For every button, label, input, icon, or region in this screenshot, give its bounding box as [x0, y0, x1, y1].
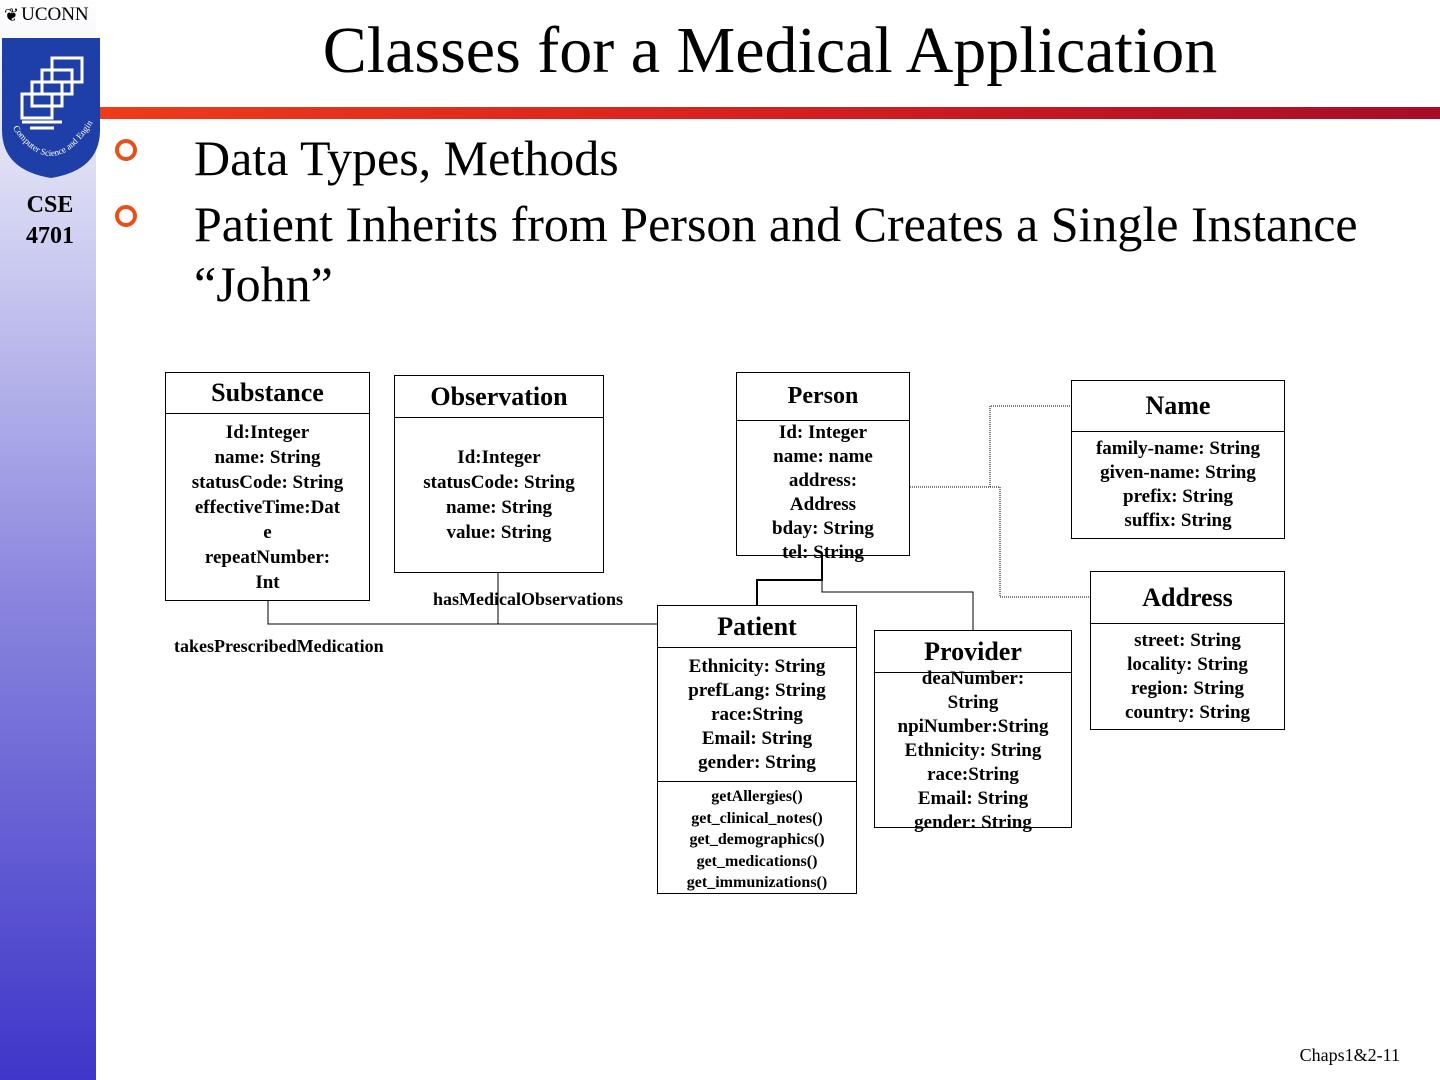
- uconn-wordmark: ❦ UCONN: [4, 4, 89, 26]
- uconn-text: UCONN: [21, 4, 89, 25]
- inheritance-connector-provider: [821, 580, 974, 631]
- title-underline-bar: [100, 107, 1440, 119]
- class-attributes: Id:Integer statusCode: String name: Stri…: [395, 418, 603, 572]
- attribute: country: String: [1124, 701, 1251, 723]
- attribute: repeatNumber:: [204, 546, 331, 568]
- attribute: tel: String: [782, 542, 864, 563]
- attribute: Email: String: [917, 788, 1029, 809]
- attribute: name: String: [214, 446, 321, 468]
- attribute: bday: String: [772, 518, 874, 539]
- bullet-item: Data Types, Methods: [108, 128, 1428, 188]
- attribute: String: [947, 692, 999, 713]
- attribute: name: String: [445, 497, 553, 518]
- attribute: gender: String: [914, 812, 1032, 833]
- class-substance: Substance Id:Integer name: String status…: [165, 372, 370, 601]
- method: get_immunizations(): [686, 874, 828, 891]
- slide-title: Classes for a Medical Application: [322, 14, 1218, 87]
- attribute: statusCode: String: [191, 471, 344, 493]
- attribute: Id: Integer: [778, 422, 868, 443]
- class-attributes: street: String locality: String region: …: [1091, 624, 1284, 729]
- bullet-text: Patient Inherits from Person and Creates…: [194, 196, 1358, 312]
- class-name: Address: [1091, 572, 1284, 624]
- class-person: Person Id: Integer name: name address: A…: [736, 372, 910, 563]
- class-attributes: Id:Integer name: String statusCode: Stri…: [166, 414, 369, 600]
- class-name: Observation: [395, 376, 603, 418]
- class-observation: Observation Id:Integer statusCode: Strin…: [394, 375, 604, 573]
- attribute: statusCode: String: [423, 472, 575, 493]
- cse-logo: Computer Science and Engineering: [0, 30, 100, 180]
- sidebar: [0, 0, 96, 1080]
- attribute: race:String: [711, 703, 803, 725]
- attribute: Id:Integer: [457, 447, 541, 468]
- class-provider: Provider deaNumber: String npiNumber:Str…: [874, 630, 1072, 833]
- attribute: suffix: String: [1124, 510, 1232, 531]
- course-number: 4701: [26, 223, 74, 249]
- attribute: value: String: [446, 522, 552, 543]
- attribute: given-name: String: [1100, 462, 1256, 483]
- attribute: gender: String: [698, 751, 816, 773]
- bullet-list: Data Types, Methods Patient Inherits fro…: [108, 128, 1428, 320]
- attribute: deaNumber:: [921, 668, 1025, 689]
- class-name: Provider: [875, 631, 1071, 673]
- attribute: Ethnicity: String: [688, 655, 826, 677]
- medication-connector: [267, 600, 658, 625]
- attribute: address:: [788, 470, 858, 491]
- attribute: prefLang: String: [688, 679, 826, 701]
- course-label: CSE 4701: [0, 190, 100, 252]
- method: getAllergies(): [711, 788, 803, 805]
- class-name-type: Name family-name: String given-name: Str…: [1071, 380, 1285, 539]
- attribute: e: [263, 521, 272, 543]
- class-address: Address street: String locality: String …: [1090, 571, 1285, 730]
- method: get_medications(): [696, 852, 818, 870]
- association-label-medication: takesPrescribedMedication: [174, 636, 384, 656]
- attribute: Email: String: [701, 727, 813, 749]
- attribute: region: String: [1130, 677, 1245, 699]
- class-methods: getAllergies() get_clinical_notes() get_…: [658, 781, 856, 893]
- oak-leaf-icon: ❦: [4, 4, 20, 25]
- attribute: name: name: [773, 446, 873, 467]
- class-attributes: family-name: String given-name: String p…: [1072, 432, 1284, 538]
- class-attributes: deaNumber: String npiNumber:String Ethni…: [875, 667, 1071, 833]
- class-patient: Patient Ethnicity: String prefLang: Stri…: [657, 605, 857, 894]
- attribute: street: String: [1134, 629, 1241, 651]
- attribute: Int: [255, 571, 280, 593]
- method: get_clinical_notes(): [691, 809, 823, 827]
- attribute: npiNumber:String: [897, 716, 1049, 737]
- attribute: Address: [789, 494, 857, 515]
- attribute: family-name: String: [1095, 438, 1261, 459]
- bullet-ring-icon: [115, 205, 137, 227]
- attribute: Ethnicity: String: [904, 740, 1042, 761]
- name-connector: [910, 405, 1072, 488]
- slide-number: Chaps1&2-11: [1299, 1045, 1400, 1065]
- attribute: race:String: [927, 764, 1019, 785]
- class-name: Person: [737, 373, 909, 421]
- attribute: Id:Integer: [225, 421, 310, 443]
- association-label-observations: hasMedicalObservations: [433, 589, 624, 609]
- inheritance-connector-patient: [756, 555, 823, 606]
- bullet-item: Patient Inherits from Person and Creates…: [108, 194, 1428, 314]
- class-name: Substance: [166, 373, 369, 414]
- attribute: effectiveTime:Dat: [194, 496, 341, 518]
- method: get_demographics(): [689, 831, 825, 848]
- class-name: Patient: [658, 606, 856, 648]
- class-name: Name: [1072, 381, 1284, 432]
- class-attributes: Ethnicity: String prefLang: String race:…: [658, 648, 856, 781]
- bullet-ring-icon: [115, 139, 137, 161]
- attribute: locality: String: [1127, 653, 1248, 675]
- class-attributes: Id: Integer name: name address: Address …: [737, 421, 909, 563]
- address-connector: [990, 486, 1091, 598]
- course-code: CSE: [26, 192, 74, 218]
- attribute: prefix: String: [1123, 486, 1233, 507]
- bullet-text: Data Types, Methods: [194, 130, 619, 186]
